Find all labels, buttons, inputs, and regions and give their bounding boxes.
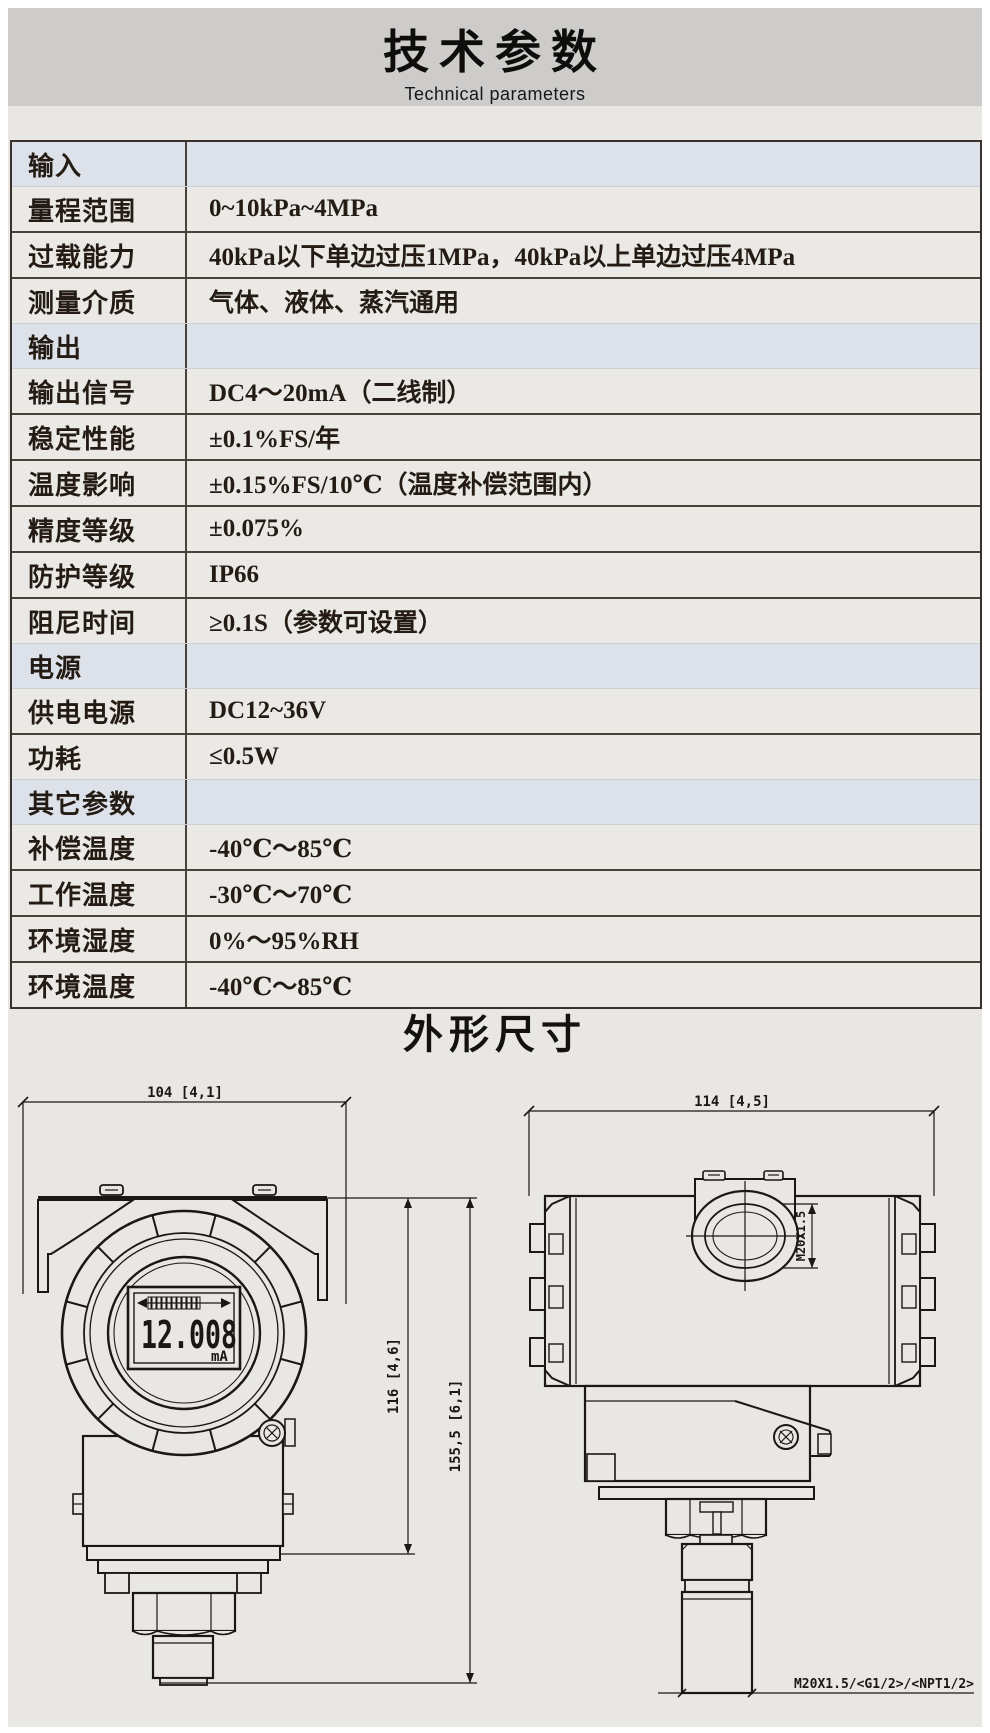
table-row: 防护等级 IP66 — [12, 553, 980, 599]
table-row: 阻尼时间 ≥0.1S（参数可设置） — [12, 599, 980, 644]
port-thread-label: M20X1.5 — [794, 1211, 808, 1262]
process-thread-label: M20X1.5/<G1/2>/<NPT1/2> — [794, 1677, 974, 1692]
process-thread — [664, 1497, 768, 1695]
front-height-dimensions — [160, 1197, 477, 1684]
row-value: ±0.1%FS/年 — [209, 426, 341, 453]
port-thread-dimension — [783, 1203, 818, 1269]
table-row: 供电电源 DC12~36V — [12, 689, 980, 735]
row-label: 输出 — [12, 324, 187, 368]
table-row: 工作温度 -30℃～70℃ — [12, 871, 980, 917]
row-value: ±0.075% — [209, 515, 304, 542]
front-width-label: 104 [4,1] — [147, 1086, 223, 1101]
table-row: 其它参数 — [12, 780, 980, 825]
row-value: ≤0.5W — [209, 743, 279, 770]
table-row: 电源 — [12, 644, 980, 689]
row-value: -40℃～85℃ — [209, 974, 353, 1001]
row-label: 量程范围 — [12, 187, 187, 231]
front-body-height-label: 116 [4,6] — [386, 1338, 402, 1414]
sensor-block — [583, 1384, 832, 1500]
dimensions-title: 外形尺寸 — [403, 1013, 587, 1057]
row-label: 工作温度 — [12, 871, 187, 915]
row-label: 温度影响 — [12, 461, 187, 505]
table-row: 过载能力 40kPa以下单边过压1MPa，40kPa以上单边过压4MPa — [12, 233, 980, 279]
row-value: ≥0.1S（参数可设置） — [209, 610, 443, 637]
table-row: 环境湿度 0%～95%RH — [12, 917, 980, 963]
side-width-label: 114 [4,5] — [694, 1094, 770, 1110]
lcd-unit: mA — [211, 1349, 228, 1365]
row-label: 过载能力 — [12, 233, 187, 277]
row-value: 0%～95%RH — [209, 928, 360, 955]
row-value: DC4～20mA（二线制） — [209, 380, 472, 407]
row-value: DC12~36V — [209, 697, 327, 724]
row-label: 精度等级 — [12, 507, 187, 551]
table-row: 精度等级 ±0.075% — [12, 507, 980, 553]
lcd-bargraph — [137, 1296, 231, 1310]
table-row: 量程范围 0~10kPa~4MPa — [12, 187, 980, 233]
side-view-drawing: 114 [4,5] M20X1.5 M20X1.5/<G1/2>/<NPT1/2… — [523, 1094, 974, 1698]
spec-table-body: 输入 量程范围 0~10kPa~4MPa 过载能力 40kPa以下单边过压1MP… — [12, 142, 980, 1007]
row-label: 防护等级 — [12, 553, 187, 597]
table-row: 补偿温度 -40℃～85℃ — [12, 825, 980, 871]
row-label: 环境温度 — [12, 963, 187, 1007]
row-value: -40℃～85℃ — [209, 836, 353, 863]
table-row: 环境温度 -40℃～85℃ — [12, 963, 980, 1007]
title-band: 技术参数 Technical parameters — [8, 8, 982, 106]
row-label: 阻尼时间 — [12, 599, 187, 643]
side-width-dimension — [523, 1105, 940, 1196]
front-total-height-label: 155,5 [6,1] — [448, 1380, 464, 1473]
row-value: -30℃～70℃ — [209, 882, 353, 909]
row-label: 环境湿度 — [12, 917, 187, 961]
front-view-drawing: 12.008 mA — [17, 1086, 477, 1686]
table-row: 测量介质 气体、液体、蒸汽通用 — [12, 279, 980, 324]
front-width-dimension — [17, 1096, 352, 1304]
row-label: 输入 — [12, 142, 187, 186]
table-row: 温度影响 ±0.15%FS/10℃（温度补偿范围内） — [12, 461, 980, 507]
row-label: 其它参数 — [12, 780, 187, 824]
row-label: 输出信号 — [12, 369, 187, 413]
row-label: 稳定性能 — [12, 415, 187, 459]
mounting-bracket — [37, 1184, 328, 1301]
row-label: 补偿温度 — [12, 825, 187, 869]
row-value: 气体、液体、蒸汽通用 — [209, 290, 460, 317]
row-value: 40kPa以下单边过压1MPa，40kPa以上单边过压4MPa — [209, 244, 796, 271]
table-row: 输出 — [12, 324, 980, 369]
process-connection — [72, 1434, 294, 1686]
row-label: 测量介质 — [12, 279, 187, 323]
row-value: 0~10kPa~4MPa — [209, 195, 379, 222]
lcd-value: 12.008 — [141, 1313, 237, 1357]
page-subtitle: Technical parameters — [404, 84, 586, 104]
electrical-port — [686, 1170, 804, 1291]
table-row: 输入 — [12, 142, 980, 187]
row-label: 供电电源 — [12, 689, 187, 733]
locking-screw — [258, 1418, 296, 1447]
row-value: IP66 — [209, 561, 259, 588]
row-value: ±0.15%FS/10℃（温度补偿范围内） — [209, 472, 608, 499]
page-title: 技术参数 — [383, 26, 607, 78]
thread-label-leader — [658, 1688, 974, 1698]
table-row: 功耗 ≤0.5W — [12, 735, 980, 780]
table-row: 稳定性能 ±0.1%FS/年 — [12, 415, 980, 461]
lcd-display: 12.008 mA — [126, 1285, 242, 1371]
content-area: 输入 量程范围 0~10kPa~4MPa 过载能力 40kPa以下单边过压1MP… — [8, 106, 982, 1727]
table-row: 输出信号 DC4～20mA（二线制） — [12, 369, 980, 415]
row-label: 功耗 — [12, 735, 187, 779]
spec-table: 输入 量程范围 0~10kPa~4MPa 过载能力 40kPa以下单边过压1MP… — [10, 140, 982, 1009]
row-label: 电源 — [12, 644, 187, 688]
